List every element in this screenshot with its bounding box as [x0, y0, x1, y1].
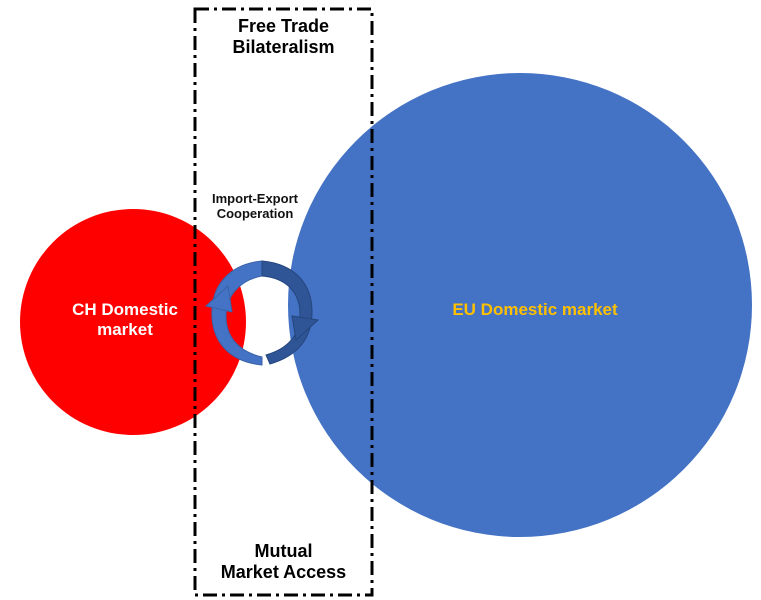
eu-market-label: EU Domestic market — [400, 300, 670, 320]
eu-market-text: EU Domestic market — [452, 300, 618, 319]
frame-top-label: Free Trade Bilateralism — [195, 16, 372, 57]
cycle-label-line-1: Import-Export — [212, 191, 298, 206]
ch-market-line-1: CH Domestic — [72, 300, 178, 319]
cycle-label-line-2: Cooperation — [216, 205, 294, 221]
ch-market-line-2: market — [97, 319, 153, 339]
eu-market-circle — [288, 73, 752, 537]
export-arrowhead — [291, 315, 320, 341]
bilateral-frame — [193, 7, 374, 597]
cycle-arrows-icon — [204, 260, 320, 366]
ch-market-circle — [20, 209, 246, 435]
frame-bottom-label: Mutual Market Access — [195, 541, 372, 582]
import-arrowhead — [204, 285, 233, 313]
export-arrow — [261, 260, 313, 365]
frame-bottom-line-2: Market Access — [220, 561, 347, 582]
ch-market-label: CH Domestic market — [40, 300, 210, 339]
frame-top-line-1: Free Trade — [237, 16, 330, 36]
frame-top-line-2: Bilateralism — [232, 36, 335, 57]
frame-bottom-line-1: Mutual — [254, 541, 313, 561]
cycle-label: Import-Export Cooperation — [190, 191, 320, 222]
